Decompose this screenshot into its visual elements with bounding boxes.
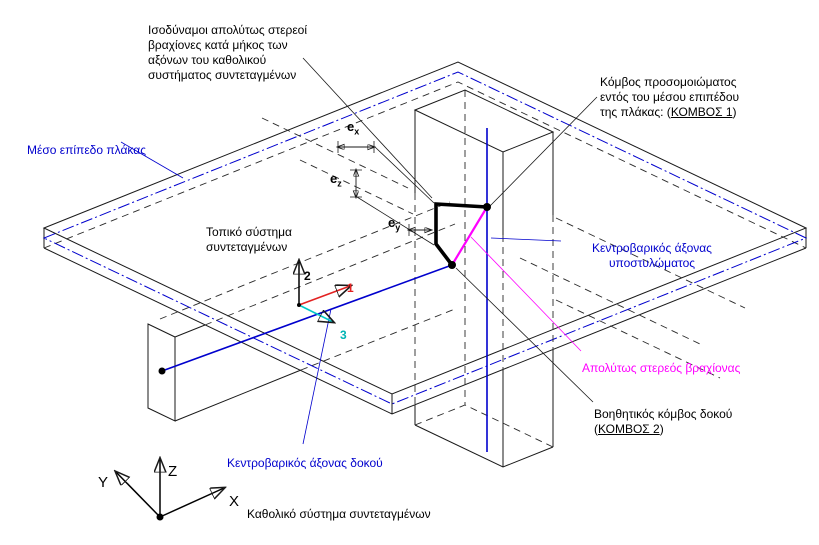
global-axis-x-arrow [159,488,224,518]
beam-visible-edges [174,324,302,422]
slab-bottom-edges [43,247,807,415]
label-node2: Βοηθητικός κόμβος δοκού (ΚΟΜΒΟΣ 2) [594,407,733,436]
beam-hidden-edges [159,201,456,371]
local-axis-3-arrow [298,304,333,322]
node-2-dot [448,261,456,269]
column-lower-edges [414,350,554,467]
label-ey: ey [388,215,401,233]
label-mid-plane: Μέσο επίπεδο πλάκας [27,143,146,157]
dim-ez-extension [356,196,435,246]
label-local-axis-1: 1 [347,281,354,295]
dim-ez-ticks [350,169,362,198]
node1-underlined-text: ΚΟΜΒΟΣ 1 [670,105,733,119]
dim-ex-ticks [337,141,375,153]
column-bottom-face-front [414,424,554,468]
column-hidden-edges [414,90,554,405]
label-ez: ez [330,171,342,189]
label-global-system: Καθολικό σύστημα συντεταγμένων [247,507,431,521]
dim-ez [350,169,435,246]
label-beam-axis: Κεντροβαρικός άξονας δοκού [227,456,383,470]
leader-node1 [489,96,598,207]
label-rigid-arm: Απολύτως στερεός βραχίονας [582,361,741,375]
leader-node2 [455,267,594,403]
node-1-dot [483,203,491,211]
beam-end-node-dot [158,367,166,375]
label-local-system: Τοπικό σύστημα συντεταγμένων [206,225,292,254]
dim-ex-extension [374,146,435,204]
node2-underlined-text: ΚΟΜΒΟΣ 2 [598,422,660,436]
label-local-axis-3: 3 [340,328,347,342]
slab-midplane-outline [42,71,808,405]
slab-hidden-bottom-edges [43,81,807,249]
column [413,89,555,468]
label-global-axis-x: X [229,493,240,510]
beam-centroid-axis-line [161,264,453,372]
label-equivalent-arms: Ισοδύναμοι απολύτως στερεοί βραχίονες κα… [148,23,308,82]
leader-beam-axis [302,308,332,445]
label-column-axis: Κεντροβαρικός άξονας υποστυλώματος [592,241,712,270]
label-local-axis-2: 2 [304,269,311,283]
global-triad-origin-dot [156,513,164,521]
dim-ey [409,224,431,236]
dim-ex [337,141,435,204]
local-triad-origin-dot [297,303,301,307]
label-ex: ex [347,119,360,137]
leader-equivalent-arms [302,57,433,199]
label-global-axis-z: Z [168,463,178,480]
label-node1: Κόμβος προσομοιώματος εντός του μέσου επ… [600,75,740,119]
local-axis-1-arrow [298,286,350,306]
global-axis-y-arrow [116,472,161,518]
rigid-arm-line [451,206,488,266]
column-top-face [413,89,555,153]
global-coordinate-triad [116,459,224,521]
equivalent-rigid-arms-bracket [434,202,488,267]
local-coordinate-triad [297,261,350,322]
column-bottom-face-hidden [414,404,554,448]
leader-column-axis [490,237,562,242]
slab [42,61,808,415]
leader-rigid-arm [470,236,582,352]
leader-mid-plane [120,141,184,179]
label-global-axis-y: Y [98,474,109,491]
